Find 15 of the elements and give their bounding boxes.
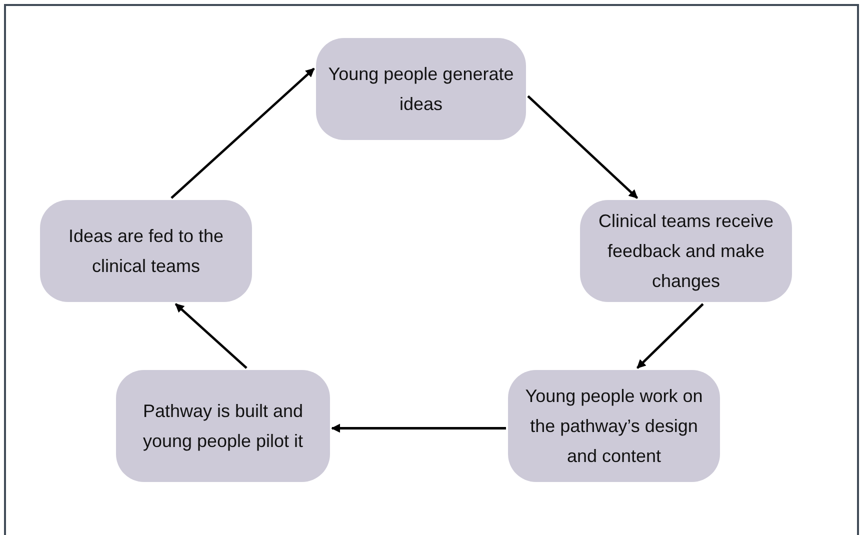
process-box bbox=[580, 200, 792, 302]
arrow bbox=[527, 95, 638, 199]
box-label: Ideas are fed to the clinical teams bbox=[67, 225, 225, 278]
process-box bbox=[316, 38, 526, 140]
arrow bbox=[331, 424, 506, 433]
box-label: Young people generate ideas bbox=[328, 63, 514, 116]
box-label: Young people work on the pathway’s design and content bbox=[524, 385, 704, 468]
arrow bbox=[636, 303, 704, 369]
process-box bbox=[40, 200, 252, 302]
arrow bbox=[170, 68, 315, 199]
process-box bbox=[508, 370, 720, 482]
arrow bbox=[174, 303, 248, 369]
box-label: Clinical teams receive feedback and make changes bbox=[597, 210, 775, 293]
box-label: Pathway is built and young people pilot it bbox=[142, 400, 304, 453]
process-box bbox=[116, 370, 330, 482]
